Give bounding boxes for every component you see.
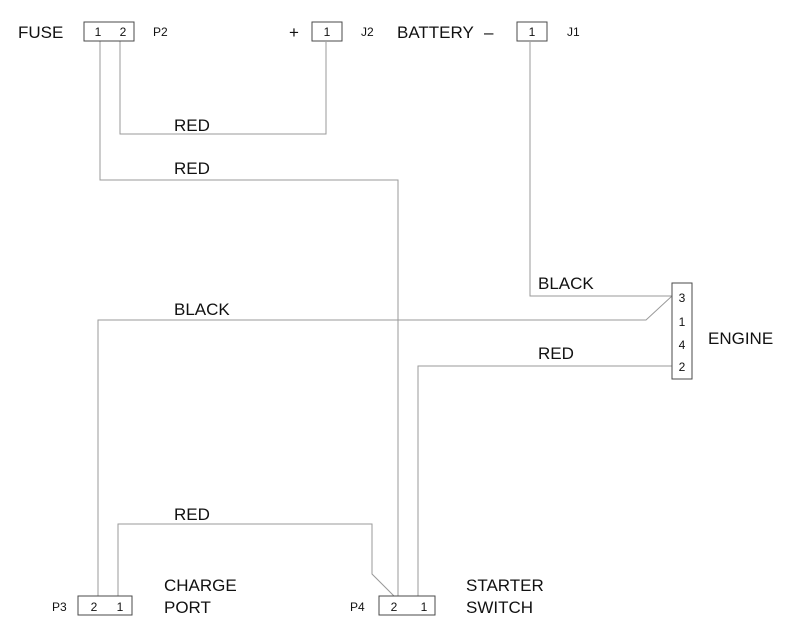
- starter-switch-label-line2: SWITCH: [466, 598, 533, 617]
- wires: [97, 41, 673, 597]
- starter-switch-pin-1: 1: [421, 600, 428, 614]
- engine-pin-2: 2: [679, 360, 686, 374]
- engine-pin-3: 3: [679, 291, 686, 305]
- connector-engine: 3 1 4 2 ENGINE: [671, 282, 773, 380]
- wire-charge1-to-starter2: [117, 523, 395, 597]
- charge-port-label-line2: PORT: [164, 598, 211, 617]
- wire-label-red-fuse-j2: RED: [174, 116, 210, 135]
- wire-engine3-to-charge2: [97, 295, 673, 596]
- j1-pin-1: 1: [529, 25, 536, 39]
- engine-label: ENGINE: [708, 329, 773, 348]
- engine-pin-4: 4: [679, 338, 686, 352]
- wire-label-black-j1-engine: BLACK: [538, 274, 594, 293]
- wire-fuse2-to-j2: [119, 41, 327, 135]
- connector-battery-positive: + 1 J2: [289, 21, 374, 42]
- fuse-connector-box: [83, 21, 135, 42]
- starter-switch-connector-box: [378, 595, 436, 616]
- fuse-ref: P2: [153, 25, 168, 39]
- j2-ref: J2: [361, 25, 374, 39]
- j2-connector-box: [311, 21, 343, 42]
- wire-label-black-engine-charge: BLACK: [174, 300, 230, 319]
- charge-port-pin-1: 1: [117, 600, 124, 614]
- engine-connector-box: [671, 282, 693, 380]
- connector-battery-negative: BATTERY – 1 J1: [397, 21, 580, 42]
- wire-label-red-fuse-starter: RED: [174, 159, 210, 178]
- battery-label: BATTERY: [397, 23, 474, 42]
- connector-charge-port: P3 2 1 CHARGE PORT: [52, 576, 237, 617]
- fuse-pin-2: 2: [120, 25, 127, 39]
- wire-label-red-engine-starter: RED: [538, 344, 574, 363]
- connector-fuse: FUSE 1 2 P2: [18, 21, 168, 42]
- charge-port-pin-2: 2: [91, 600, 98, 614]
- j1-connector-box: [516, 21, 548, 42]
- battery-negative-sign: –: [484, 23, 494, 42]
- starter-switch-label-line1: STARTER: [466, 576, 544, 595]
- starter-switch-pin-2: 2: [391, 600, 398, 614]
- connector-starter-switch: P4 2 1 STARTER SWITCH: [350, 576, 544, 617]
- wire-engine2-to-starter1: [417, 365, 672, 596]
- fuse-label: FUSE: [18, 23, 63, 42]
- wire-j1-to-engine3: [529, 42, 672, 297]
- charge-port-label-line1: CHARGE: [164, 576, 237, 595]
- j2-pin-1: 1: [324, 25, 331, 39]
- wire-fuse1-to-starter2: [99, 41, 399, 596]
- starter-switch-ref: P4: [350, 600, 365, 614]
- fuse-pin-1: 1: [95, 25, 102, 39]
- wire-label-red-charge-starter: RED: [174, 505, 210, 524]
- charge-port-connector-box: [77, 595, 133, 616]
- j1-ref: J1: [567, 25, 580, 39]
- wire-labels: RED RED BLACK BLACK RED RED: [174, 116, 594, 524]
- engine-pin-1: 1: [679, 315, 686, 329]
- charge-port-ref: P3: [52, 600, 67, 614]
- battery-positive-sign: +: [289, 23, 299, 42]
